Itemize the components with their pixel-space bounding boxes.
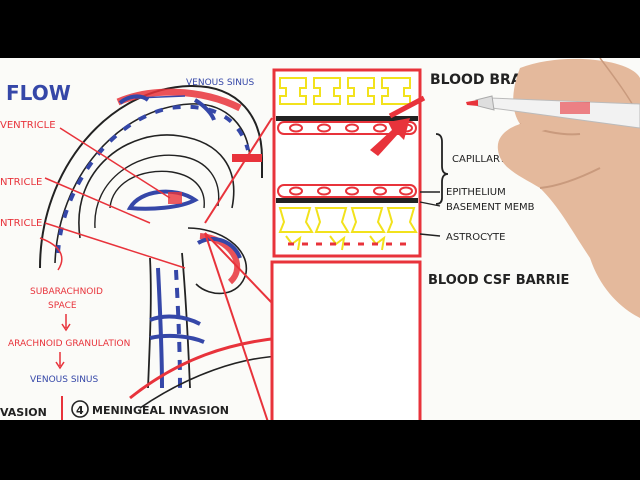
venous-sinus-bottom-label: VENOUS SINUS <box>30 375 99 385</box>
arachnoid-granulation-label: ARACHNOID GRANULATION <box>8 339 130 349</box>
red-arrow-icon <box>370 118 410 156</box>
astrocyte-pointer <box>419 233 441 237</box>
capillary-label: CAPILLARY <box>452 154 506 165</box>
blood-csf-barrier-label: BLOOD CSF BARRIE <box>428 273 569 288</box>
basement-band-bottom <box>276 198 418 203</box>
flow-labels: FLOW VENOUS SINUS VENTRICLE NTRICLE NTRI… <box>0 78 255 420</box>
flow-arrow-1 <box>39 237 63 271</box>
blood-brain-label: BLOOD BRA <box>430 72 522 88</box>
meningeal-number: 4 <box>76 404 84 417</box>
meningeal-invasion-label: MENINGEAL INVASION <box>92 404 229 417</box>
whiteboard: FLOW VENOUS SINUS VENTRICLE NTRICLE NTRI… <box>0 58 640 420</box>
ventricle-label-2: NTRICLE <box>0 177 42 188</box>
epithelium-label: EPITHELIUM <box>446 187 506 198</box>
blood-csf-barrier-panel <box>270 260 422 420</box>
basement-pointer <box>419 201 441 207</box>
presenter-thumb <box>520 116 560 134</box>
capillary-bracket <box>435 133 449 205</box>
astrocyte-cells-bottom <box>278 207 418 251</box>
blood-brain-barrier-panel <box>272 68 426 258</box>
basement-membrane-label: BASEMENT MEMB <box>446 202 535 213</box>
subarachnoid-label: SUBARACHNOID <box>30 287 103 297</box>
flow-title: FLOW <box>6 81 71 105</box>
brain-sagittal-sketch <box>39 84 281 420</box>
venous-sinus-top-label: VENOUS SINUS <box>186 78 255 88</box>
basement-band-top <box>276 116 418 121</box>
diagram-canvas: FLOW VENOUS SINUS VENTRICLE NTRICLE NTRI… <box>0 58 640 420</box>
flow-arrow-3 <box>55 352 65 370</box>
barrier-labels: BLOOD BRA CAPILLARY EPITHELIUM BASEMENT … <box>428 72 569 288</box>
flow-arrow-2 <box>61 314 71 332</box>
arrow-tail <box>388 95 426 119</box>
invasion-left-label: VASION <box>0 406 47 419</box>
space-label: SPACE <box>48 301 77 311</box>
astrocyte-label: ASTROCYTE <box>446 232 505 243</box>
marker-pen-icon <box>466 95 640 129</box>
endothelial-cells-bottom <box>277 184 417 198</box>
ventricle-label-3: NTRICLE <box>0 218 42 229</box>
number-circle <box>71 400 89 418</box>
ventricle-label-1: VENTRICLE <box>0 120 56 131</box>
